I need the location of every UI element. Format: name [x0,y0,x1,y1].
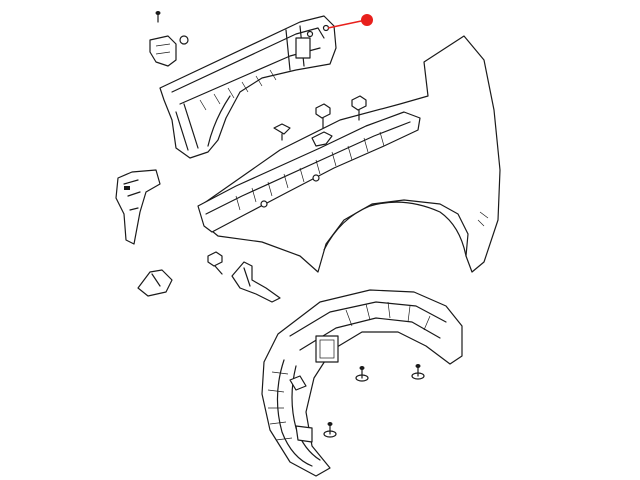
wheel-liner [261,289,463,477]
push-pin-1 [355,366,369,382]
fastener-bolt-2 [351,95,367,121]
callout-marker [327,14,373,29]
upper-bracket [149,35,189,67]
fastener-clip-1 [273,123,291,141]
push-pin-2 [411,364,425,380]
top-screw [155,11,161,23]
fender-support-rail [197,111,421,233]
fastener-clip-2 [311,131,333,147]
callout-leader [327,19,367,29]
strap-bracket [231,261,281,303]
small-l-bracket [137,269,173,297]
fender-rail [159,15,337,159]
push-pin-3 [323,422,337,438]
bolt-with-strap [207,251,223,275]
side-bracket [115,169,161,245]
fastener-bolt-1 [315,103,331,129]
callout-dot [361,14,373,26]
